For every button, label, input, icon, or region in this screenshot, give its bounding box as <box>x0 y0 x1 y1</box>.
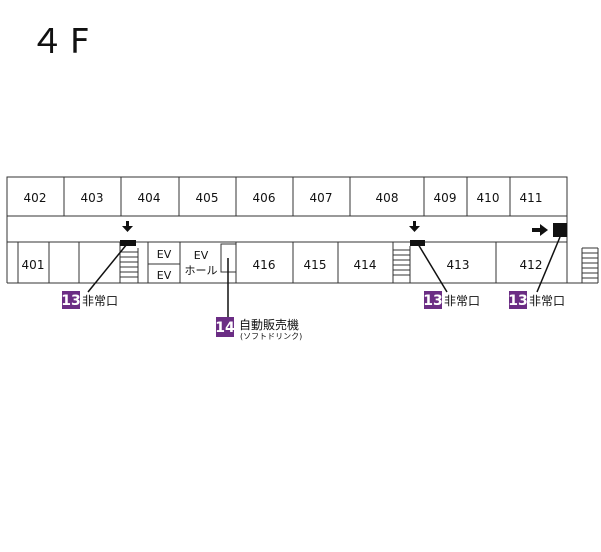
emergency-exit-label: 非常口 <box>529 294 565 308</box>
emergency-exit-marker <box>410 240 425 246</box>
emergency-exit-label: 非常口 <box>82 294 118 308</box>
stairs-icon <box>120 248 139 283</box>
emergency-exit-label: 非常口 <box>444 294 480 308</box>
ev-hall-label: ホール <box>185 264 218 277</box>
stairs-icon <box>393 246 411 283</box>
room-label: 409 <box>434 191 457 205</box>
vending-badge <box>216 317 234 337</box>
room-label: 401 <box>22 258 45 272</box>
room-label: 411 <box>520 191 543 205</box>
room-label: 402 <box>24 191 47 205</box>
room-label: 416 <box>253 258 276 272</box>
ev-hall-label: EV <box>194 249 209 262</box>
room-label: 405 <box>196 191 219 205</box>
arrow-down-icon <box>409 221 420 232</box>
corridor <box>6 215 568 243</box>
stairs-icon <box>581 248 598 283</box>
emergency-exit-badge <box>509 291 527 309</box>
room-label: 413 <box>447 258 470 272</box>
room-label: 407 <box>310 191 333 205</box>
room-label: 403 <box>81 191 104 205</box>
room-label: 410 <box>477 191 500 205</box>
floor-title: ４F <box>30 22 96 62</box>
emergency-exit-badge <box>424 291 442 309</box>
vending-sub-label: (ソフトドリンク) <box>240 332 302 341</box>
room-label: 406 <box>253 191 276 205</box>
emergency-exit-number: 13 <box>423 293 442 309</box>
room-label: 408 <box>376 191 399 205</box>
emergency-exit-number: 13 <box>61 293 80 309</box>
arrow-down-icon <box>122 221 133 232</box>
emergency-exit-badge <box>62 291 80 309</box>
room-label: 412 <box>520 258 543 272</box>
room-label: 415 <box>304 258 327 272</box>
emergency-exit-number: 13 <box>508 293 527 309</box>
room-label: 414 <box>354 258 377 272</box>
elevator-label: EV <box>157 248 172 261</box>
arrow-right-icon <box>532 224 548 236</box>
elevator-label: EV <box>157 269 172 282</box>
emergency-exit-marker <box>120 240 136 246</box>
emergency-exit-marker <box>553 223 567 237</box>
room-label: 404 <box>138 191 161 205</box>
vending-number: 14 <box>215 320 235 336</box>
vending-label: 自動販売機 <box>239 317 299 332</box>
